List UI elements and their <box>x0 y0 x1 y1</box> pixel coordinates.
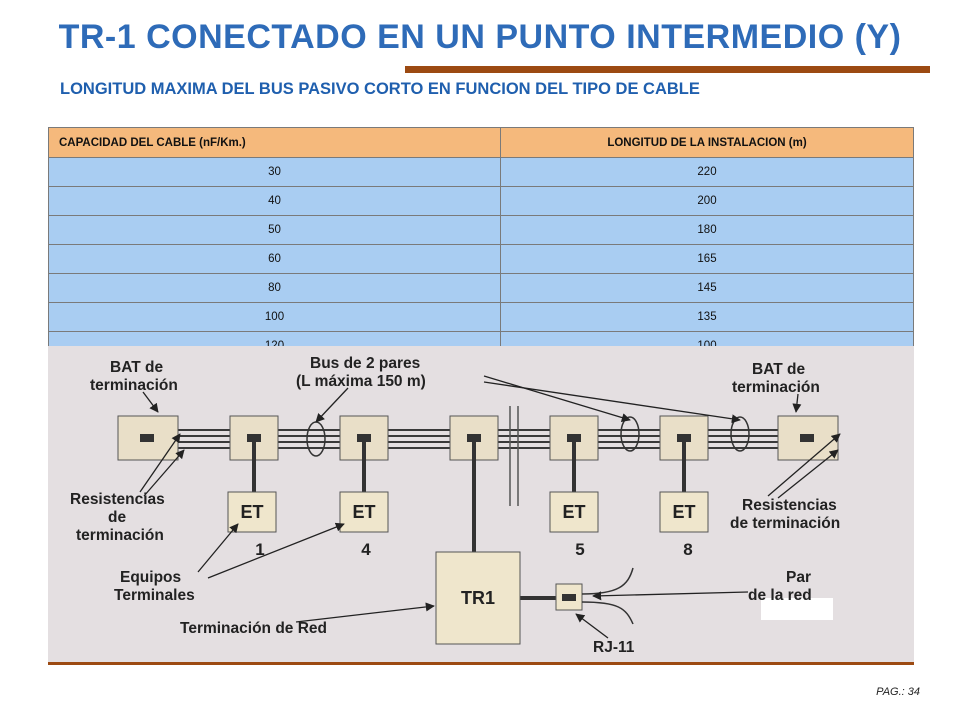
length-cell: 200 <box>500 186 914 216</box>
bus-label: Bus de 2 pares (L máxima 150 m) <box>296 355 426 390</box>
et-number: 4 <box>361 540 371 559</box>
callout-arrows <box>139 375 841 639</box>
resistances-right-label: Resistencias de terminación <box>730 497 841 532</box>
network-termination-label: Terminación de Red <box>180 620 327 637</box>
cable-capacity-table: CAPACIDAD DEL CABLE (nF/Km.) LONGITUD DE… <box>48 127 914 361</box>
length-cell: 135 <box>500 302 914 332</box>
capacity-cell: 30 <box>48 157 501 187</box>
network-pair-label: Par de la red <box>748 569 815 604</box>
bus-wires <box>173 429 838 449</box>
label-patch <box>761 598 833 620</box>
tr1-label: TR1 <box>461 588 495 608</box>
et-label: ET <box>352 502 375 522</box>
title-underline <box>405 66 930 73</box>
terminal-equipment-label: Equipos Terminales <box>114 569 195 604</box>
column-header-length: LONGITUD DE LA INSTALACION (m) <box>500 127 914 158</box>
drop-cords <box>252 442 686 600</box>
footer-rule <box>48 662 914 665</box>
page-number: PAG.: 34 <box>876 686 920 698</box>
et-terminal-1: ET 1 <box>227 491 277 559</box>
bat-right-label: BAT de terminación <box>732 361 820 396</box>
et-terminal-4: ET 4 <box>339 491 389 559</box>
et-label: ET <box>240 502 263 522</box>
bus-break-marks <box>509 406 519 506</box>
et-number: 1 <box>255 540 264 559</box>
length-cell: 180 <box>500 215 914 245</box>
capacity-cell: 80 <box>48 273 501 303</box>
network-pair-wires <box>581 567 634 625</box>
et-terminal-8: ET 8 <box>659 491 709 559</box>
et-number: 8 <box>683 540 692 559</box>
bat-left-label: BAT de terminación <box>90 359 178 394</box>
et-label: ET <box>562 502 585 522</box>
length-cell: 145 <box>500 273 914 303</box>
rj11-socket <box>555 583 583 611</box>
length-cell: 165 <box>500 244 914 274</box>
et-number: 5 <box>575 540 584 559</box>
length-cell: 220 <box>500 157 914 187</box>
capacity-cell: 60 <box>48 244 501 274</box>
table-header-row: CAPACIDAD DEL CABLE (nF/Km.) LONGITUD DE… <box>48 127 914 158</box>
et-terminal-5: ET 5 <box>549 491 599 559</box>
tr1-box: TR1 <box>435 551 521 645</box>
et-label: ET <box>672 502 695 522</box>
capacity-cell: 50 <box>48 215 501 245</box>
capacity-cell: 40 <box>48 186 501 216</box>
capacity-cell: 100 <box>48 302 501 332</box>
bus-diagram: ET 1 ET 4 ET 5 ET 8 TR1 BAT de terminaci… <box>48 346 914 662</box>
subtitle: LONGITUD MAXIMA DEL BUS PASIVO CORTO EN … <box>60 80 700 98</box>
page-title: TR-1 CONECTADO EN UN PUNTO INTERMEDIO (Y… <box>58 18 902 56</box>
column-header-capacity: CAPACIDAD DEL CABLE (nF/Km.) <box>48 127 501 158</box>
rj11-label: RJ-11 <box>593 639 635 656</box>
resistances-left-label: Resistencias de terminación <box>70 491 169 544</box>
